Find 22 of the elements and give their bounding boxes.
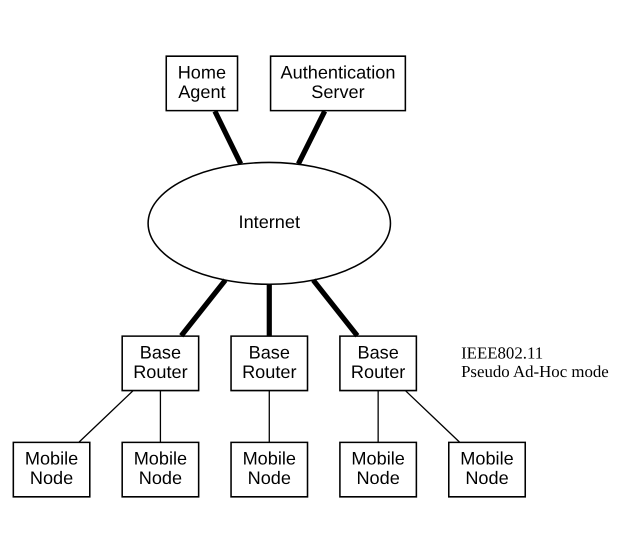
connector: [296, 110, 328, 165]
node-box: Base Router: [121, 335, 200, 392]
connector: [212, 110, 244, 165]
node-box: Home Agent: [165, 55, 238, 112]
connector: [179, 278, 228, 338]
node-box: Mobile Node: [12, 442, 91, 498]
connector: [378, 390, 379, 442]
node-box: Base Router: [339, 335, 418, 392]
node-box: Mobile Node: [448, 442, 526, 498]
node-box: Authentication Server: [270, 55, 406, 112]
connector: [78, 390, 134, 443]
connector: [405, 390, 460, 443]
node-ellipse: Internet: [147, 162, 392, 286]
connector: [311, 278, 360, 338]
node-box: Mobile Node: [339, 442, 418, 498]
connector: [266, 284, 272, 336]
connector: [268, 390, 270, 442]
node-box: Mobile Node: [121, 442, 200, 498]
node-box: Base Router: [230, 335, 308, 392]
node-box: Mobile Node: [230, 442, 308, 498]
label: IEEE802.11 Pseudo Ad-Hoc mode: [461, 344, 609, 381]
connector: [160, 390, 162, 442]
